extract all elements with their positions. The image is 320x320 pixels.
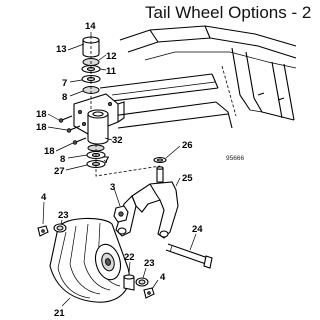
callout-32: 32: [112, 135, 123, 146]
callout-3: 3: [110, 182, 115, 193]
axis-line-lower: [95, 144, 161, 177]
callout-18-b: 18: [36, 122, 47, 133]
callout-24: 24: [192, 224, 203, 235]
spacer-22: [123, 274, 135, 291]
callout-7-upper: 7: [62, 78, 67, 89]
callout-14: 14: [85, 21, 96, 32]
callout-8-lower: 8: [60, 154, 65, 165]
drawing-code: 95666: [226, 155, 244, 162]
bearing-23-left: [53, 223, 67, 233]
pivot-bracket: [73, 93, 125, 145]
callout-11: 11: [106, 66, 117, 77]
callout-4-left: 4: [41, 192, 47, 203]
caster-fork: [115, 156, 179, 239]
bushing-stack: [81, 36, 101, 94]
callout-18-a: 18: [36, 109, 47, 120]
callout-18-c: 18: [44, 146, 55, 157]
leader-lines: [42, 32, 197, 307]
bearing-23-right: [135, 277, 149, 287]
axle-bolt: [165, 243, 213, 269]
callout-21: 21: [54, 308, 65, 319]
callout-22: 22: [124, 252, 135, 263]
axle-tube: [75, 73, 233, 129]
callout-7-lower: 7: [104, 155, 109, 166]
deck-frame: [119, 25, 297, 121]
exploded-view-drawing: 14 13 12 11 7 8 18 18 32 18 8 7 27 26 25…: [36, 21, 297, 319]
parts-diagram: Tail Wheel Options - 2: [36, 3, 311, 319]
grease-fitting-left: [37, 225, 49, 237]
nut-3: [113, 205, 129, 223]
callout-25: 25: [182, 173, 193, 184]
grease-fitting-right: [143, 287, 155, 299]
callout-8-upper: 8: [62, 92, 67, 103]
callout-4-right: 4: [160, 272, 166, 283]
tire-wheel: [49, 217, 130, 303]
callout-27: 27: [54, 166, 65, 177]
callout-23-right: 23: [144, 258, 155, 269]
callout-23-left: 23: [58, 210, 69, 221]
callout-26: 26: [182, 140, 193, 151]
bracket-bolts: [58, 115, 87, 145]
diagram-title: Tail Wheel Options - 2: [145, 3, 312, 22]
callout-12: 12: [106, 51, 117, 62]
callout-labels: 14 13 12 11 7 8 18 18 32 18 8 7 27 26 25…: [36, 21, 244, 319]
callout-13: 13: [56, 44, 67, 55]
